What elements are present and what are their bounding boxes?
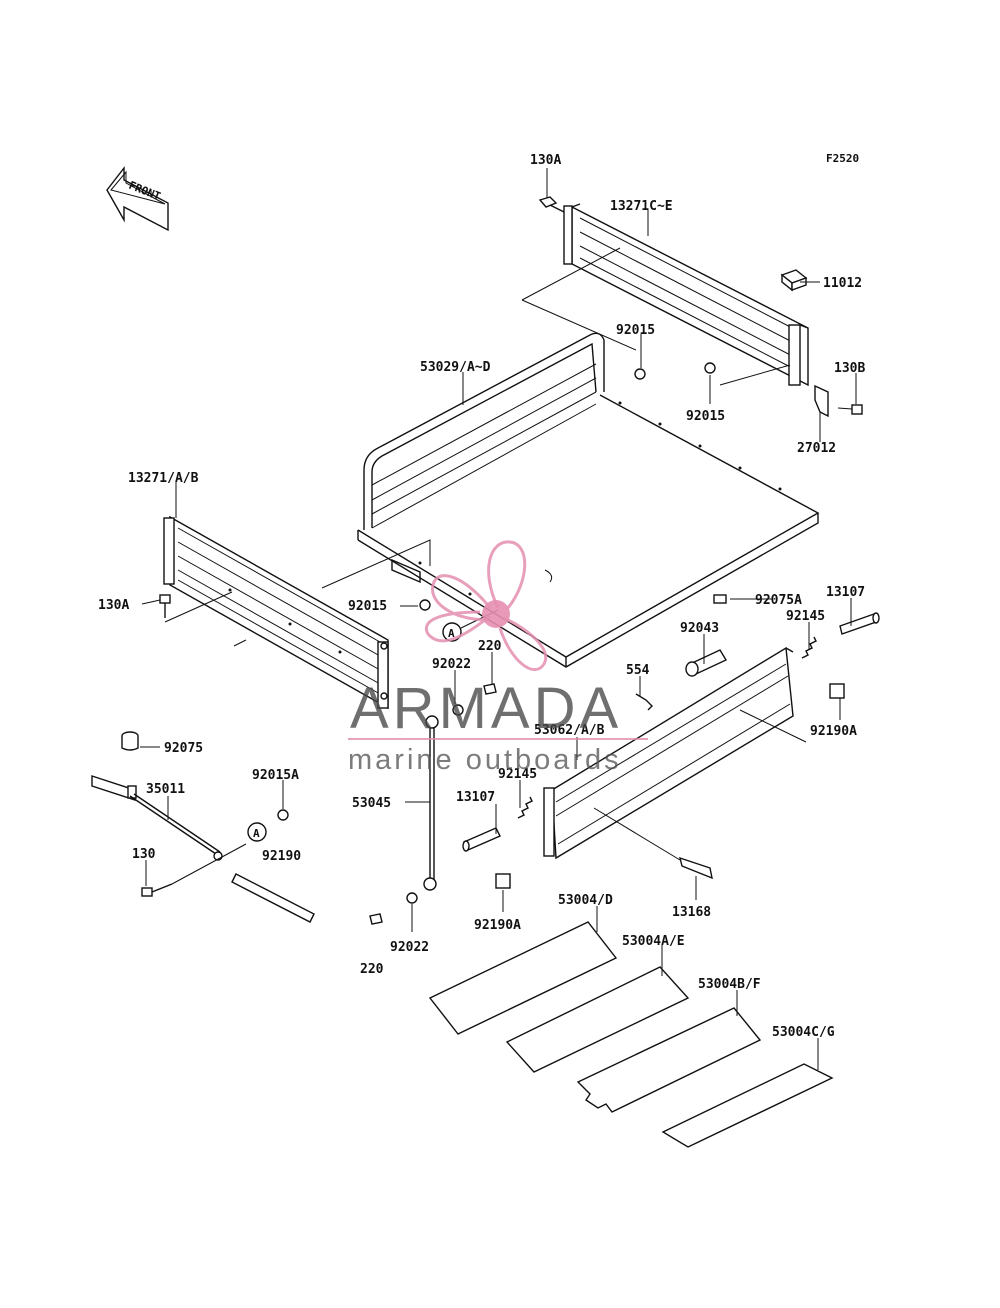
callout-92022-top: 92022	[432, 657, 471, 672]
mat-53004D	[428, 921, 618, 1035]
callout-92015-top: 92015	[616, 323, 655, 338]
callout-53004AE: 53004A/E	[622, 934, 685, 949]
cap-part	[780, 269, 808, 292]
watermark-brand: ARMADA	[350, 676, 623, 741]
clip-part	[635, 693, 653, 711]
spacer-part	[713, 594, 727, 604]
collar-part	[829, 683, 845, 699]
callout-92190A-right: 92190A	[810, 724, 857, 739]
spring-part	[801, 636, 817, 659]
callout-13271C-E: 13271C~E	[610, 199, 673, 214]
left-side-panel	[163, 515, 389, 710]
hinge-pin-part	[462, 827, 501, 852]
callout-13168: 13168	[672, 905, 711, 920]
marker-label: A	[253, 827, 260, 840]
callout-92145-right: 92145	[786, 609, 825, 624]
tail-gate-panel	[543, 646, 794, 860]
bolt-part	[159, 594, 171, 618]
mat-53004BF	[576, 1007, 762, 1113]
callout-220-bottom: 220	[360, 962, 384, 977]
bolt-part	[538, 196, 565, 213]
lever-35011-part	[91, 775, 223, 861]
support-cable-part	[423, 715, 439, 891]
callout-13107-right: 13107	[826, 585, 865, 600]
callout-27012: 27012	[797, 441, 836, 456]
callout-130B: 130B	[834, 361, 865, 376]
callout-35011: 35011	[146, 782, 185, 797]
callout-53004BF: 53004B/F	[698, 977, 761, 992]
callout-92190: 92190	[262, 849, 301, 864]
callout-92075A: 92075A	[755, 593, 802, 608]
callout-53029: 53029/A~D	[420, 360, 491, 375]
callout-92190A-bottom: 92190A	[474, 918, 521, 933]
callout-53045: 53045	[352, 796, 391, 811]
marker-label: A	[448, 627, 455, 640]
collar-part	[495, 873, 511, 889]
figure-code: F2520	[826, 152, 859, 165]
callout-130A-left: 130A	[98, 598, 129, 613]
mat-53004CG	[661, 1063, 834, 1148]
callout-130: 130	[132, 847, 156, 862]
callout-53004D: 53004/D	[558, 893, 613, 908]
callout-92022-bottom: 92022	[390, 940, 429, 955]
callout-92145-mid: 92145	[498, 767, 537, 782]
callout-92043: 92043	[680, 621, 719, 636]
front-arrow-icon: FRONT	[106, 165, 169, 232]
rear-side-panel	[563, 203, 809, 387]
cap-92075-part	[121, 731, 139, 751]
callout-13271-A-B: 13271/A/B	[128, 471, 199, 486]
reference-marker: A	[442, 622, 462, 642]
callout-92015A: 92015A	[252, 768, 299, 783]
mat-53004AE	[505, 966, 690, 1073]
screw-part	[483, 683, 497, 695]
callout-53062: 53062/A/B	[534, 723, 605, 738]
rod-92190-part	[231, 873, 315, 923]
callout-130A-top: 130A	[530, 153, 561, 168]
screw-part	[369, 913, 383, 925]
bolt-130-part	[141, 883, 173, 897]
callout-92075: 92075	[164, 741, 203, 756]
cargo-bed-frame	[357, 332, 820, 668]
callout-92015-left: 92015	[348, 599, 387, 614]
callout-220-top: 220	[478, 639, 502, 654]
callout-92015-mid: 92015	[686, 409, 725, 424]
callout-13107-mid: 13107	[456, 790, 495, 805]
spring-part	[517, 796, 533, 819]
lever-part	[679, 856, 713, 880]
pin-part	[685, 649, 727, 677]
reference-marker: A	[247, 822, 267, 842]
watermark-divider	[348, 738, 648, 740]
hinge-pin-part	[839, 612, 880, 635]
leader-lines	[140, 168, 857, 1070]
bracket-part	[814, 384, 863, 418]
watermark-subtitle: marine outboards	[348, 744, 622, 776]
callout-53004CG: 53004C/G	[772, 1025, 835, 1040]
callout-554: 554	[626, 663, 650, 678]
callout-labels: 130A 13271C~E 11012 92015 53029/A~D 9201…	[98, 153, 865, 1040]
callout-11012: 11012	[823, 276, 862, 291]
